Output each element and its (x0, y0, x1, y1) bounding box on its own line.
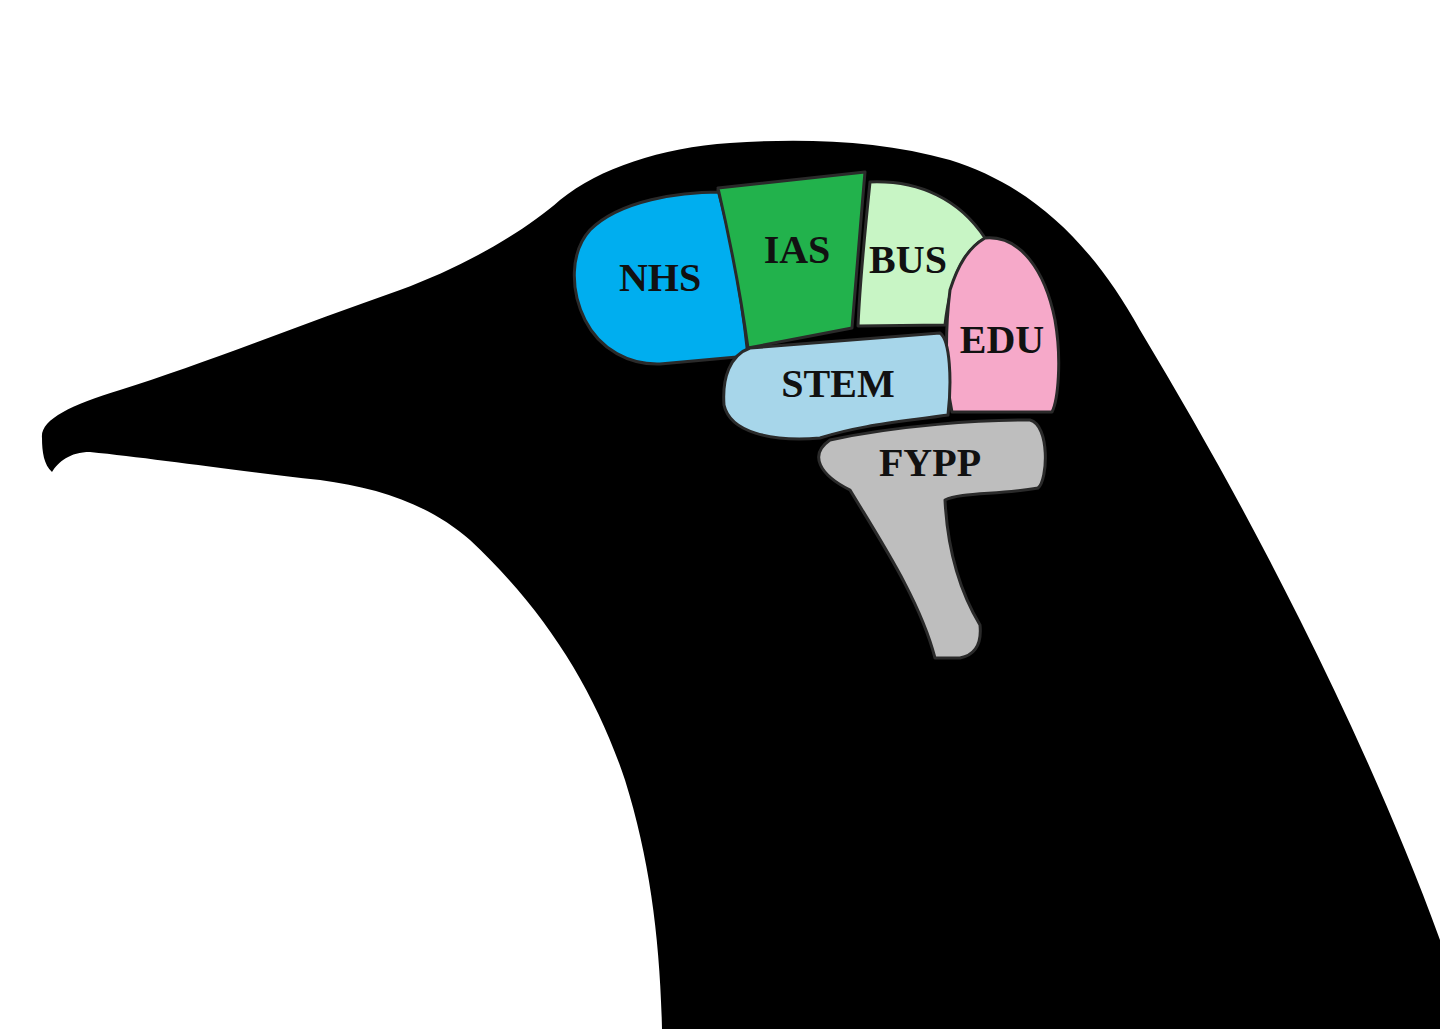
region-shape (946, 238, 1058, 412)
crow-head (42, 141, 1440, 1029)
brain-region: EDU (936, 230, 1066, 420)
region-shape (724, 333, 950, 439)
brain-region: FYPP (806, 414, 1052, 664)
region-label: IAS (764, 230, 831, 270)
region-shape (819, 420, 1046, 658)
brain-region: IAS (712, 166, 872, 354)
region-shape (574, 190, 748, 364)
region-label: BUS (869, 240, 947, 280)
region-label: STEM (781, 364, 894, 404)
region-label: NHS (619, 258, 701, 298)
region-label: EDU (960, 320, 1044, 360)
region-label: FYPP (879, 443, 981, 483)
region-shape (718, 172, 865, 348)
